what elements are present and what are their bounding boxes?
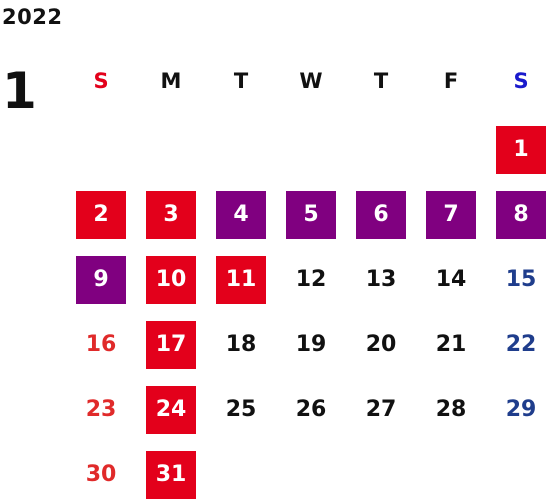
day-cell-10: 10 <box>146 256 196 304</box>
day-cell-17: 17 <box>146 321 196 369</box>
day-cell-20: 20 <box>365 332 397 357</box>
day-cell-30: 30 <box>85 462 117 487</box>
day-cell-14: 14 <box>435 267 467 292</box>
day-cell-4: 4 <box>216 191 266 239</box>
day-cell-24: 24 <box>146 386 196 434</box>
day-cell-3: 3 <box>146 191 196 239</box>
day-cell-26: 26 <box>295 397 327 422</box>
weekday-5: F <box>443 69 459 93</box>
day-cell-22: 22 <box>505 332 537 357</box>
day-cell-12: 12 <box>295 267 327 292</box>
day-cell-5: 5 <box>286 191 336 239</box>
day-cell-9: 9 <box>76 256 126 304</box>
weekday-3: W <box>299 69 323 93</box>
weekday-0: S <box>93 69 109 93</box>
day-cell-25: 25 <box>225 397 257 422</box>
weekday-2: T <box>233 69 249 93</box>
year-label: 2022 <box>2 5 63 29</box>
day-cell-29: 29 <box>505 397 537 422</box>
day-cell-2: 2 <box>76 191 126 239</box>
day-cell-31: 31 <box>146 451 196 499</box>
day-cell-6: 6 <box>356 191 406 239</box>
day-cell-27: 27 <box>365 397 397 422</box>
weekday-4: T <box>373 69 389 93</box>
weekday-1: M <box>160 69 182 93</box>
day-cell-16: 16 <box>85 332 117 357</box>
weekday-6: S <box>513 69 529 93</box>
day-cell-28: 28 <box>435 397 467 422</box>
day-cell-7: 7 <box>426 191 476 239</box>
day-cell-19: 19 <box>295 332 327 357</box>
day-cell-23: 23 <box>85 397 117 422</box>
day-cell-15: 15 <box>505 267 537 292</box>
day-cell-21: 21 <box>435 332 467 357</box>
day-cell-8: 8 <box>496 191 546 239</box>
day-cell-1: 1 <box>496 126 546 174</box>
month-number: 1 <box>2 62 37 120</box>
day-cell-18: 18 <box>225 332 257 357</box>
day-cell-13: 13 <box>365 267 397 292</box>
day-cell-11: 11 <box>216 256 266 304</box>
